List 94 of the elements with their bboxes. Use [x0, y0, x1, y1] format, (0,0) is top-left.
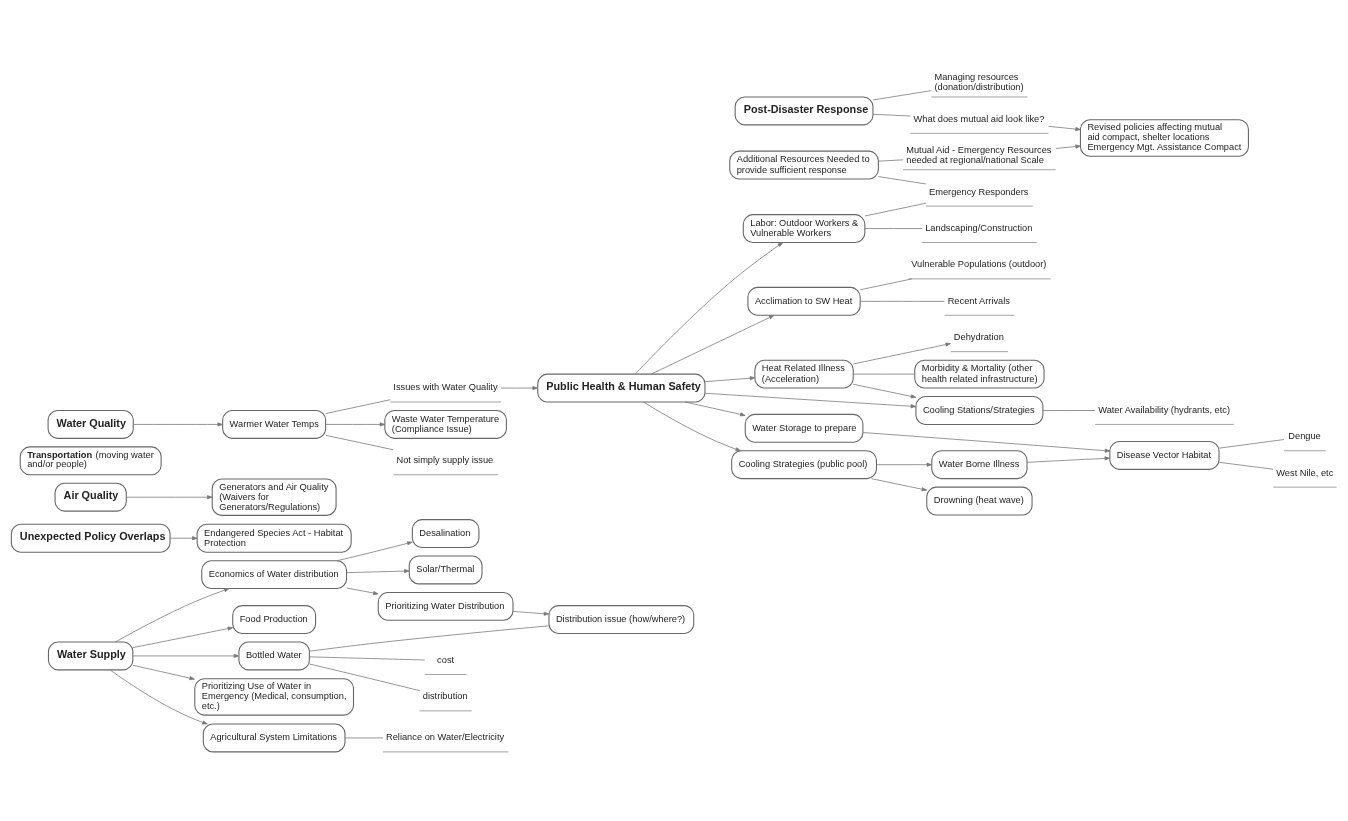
node-text: distribution [422, 691, 468, 702]
node-text: Managing resources (donation/distribution) [934, 72, 1024, 93]
node-box: Warmer Water Temps [222, 409, 327, 439]
node-box: Prioritizing Water Distribution [377, 591, 514, 621]
node-box: Distribution issue (how/where?) [548, 605, 695, 634]
node-text: Emergency Responders [929, 186, 1029, 197]
connector [878, 176, 927, 185]
node-box: Water Quality [47, 409, 134, 439]
connector [878, 159, 904, 162]
connector [852, 373, 915, 375]
node-text: Issues with Water Quality [393, 382, 498, 393]
arrow [1055, 144, 1081, 149]
arrow [346, 587, 379, 596]
arrow [651, 314, 775, 375]
arrow [704, 376, 756, 383]
node-box: Agricultural System Limitations [202, 723, 346, 753]
arrow [684, 401, 746, 417]
node-text: cost [437, 654, 455, 665]
connector [1218, 439, 1285, 449]
connector [872, 90, 932, 101]
arrow [704, 392, 917, 409]
arrow [876, 462, 933, 467]
arrow [871, 478, 928, 492]
arrow [1026, 456, 1110, 463]
node-text: Dehydration [953, 332, 1004, 343]
arrow [500, 386, 538, 391]
node-box: Prioritizing Use of Water in Emergency (Medical, consumption, etc.) [194, 678, 355, 716]
node-box: Cooling Strategies (public pool) [731, 450, 877, 480]
arrow [643, 401, 741, 452]
node-text: Water Availability (hydrants, etc) [1098, 404, 1231, 415]
connector [344, 737, 384, 739]
node-box: Generators and Air Quality (Waivers for Generators/Regulations) [211, 478, 337, 516]
arrow [1048, 125, 1081, 132]
node-text: Vulnerable Populations (outdoor) [911, 259, 1047, 270]
arrow [132, 626, 234, 648]
connector [859, 278, 913, 291]
node-box: Food Production [232, 605, 317, 634]
node-box: Heat Related Illness (Acceleration) [754, 359, 854, 389]
connector [309, 656, 426, 661]
arrow [852, 342, 951, 365]
node-box: Waste Water Temperature (Compliance Issue) [384, 409, 507, 439]
node-box: Revised policies affecting mutual aid compact, shelter locations Emergency Mgt. Assistance Compact [1079, 119, 1249, 157]
node-box: Acclimation to SW Heat [747, 286, 861, 316]
node-box: Bottled Water [238, 641, 310, 671]
node-box: Morbidity & Mortality (other health related infrastructure) [914, 359, 1045, 389]
arrow [132, 664, 195, 681]
arrow [109, 669, 208, 725]
arrow [133, 422, 223, 427]
node-text: Dengue [1288, 431, 1321, 442]
node-box: Solar/Thermal [408, 555, 483, 585]
node-text: Landscaping/Construction [925, 222, 1033, 233]
node-box: Water Storage to prepare [744, 413, 864, 443]
arrow [325, 422, 386, 427]
node-text: Recent Arrivals [947, 295, 1010, 306]
connector [325, 399, 391, 414]
node-text: Reliance on Water/Electricity [386, 732, 505, 743]
arrow [512, 611, 550, 616]
node-box: Labor: Outdoor Workers & Vulnerable Workers [742, 214, 866, 244]
node-box: Cooling Stations/Strategies [915, 396, 1044, 425]
node-text: Mutual Aid - Emergency Resources needed at regional/national Scale [906, 145, 1052, 166]
arrow [635, 242, 784, 375]
node-box: Unexpected Policy Overlaps [10, 523, 171, 553]
connector [1218, 461, 1274, 470]
connector [864, 228, 923, 229]
arrow [346, 569, 410, 574]
node-box: Transportation (moving water and/or people) [19, 446, 162, 476]
arrow [336, 541, 413, 562]
node-box: Public Health & Human Safety [537, 373, 706, 403]
connector [309, 663, 421, 692]
arrow [115, 588, 230, 643]
node-text: What does mutual aid look like? [913, 113, 1045, 124]
node-text: West Nile, etc [1276, 467, 1334, 478]
connector [325, 434, 394, 451]
arrow [862, 432, 1111, 453]
node-box: Additional Resources Needed to provide sufficient response [729, 150, 879, 180]
node-text: Not simply supply issue [396, 455, 494, 466]
arrow [132, 653, 240, 658]
connector [1042, 410, 1096, 411]
connector [872, 113, 911, 117]
node-box: Post-Disaster Response [734, 96, 874, 126]
arrow [169, 536, 198, 541]
node-box: Disease Vector Habitat [1109, 440, 1220, 470]
connector [859, 300, 945, 302]
arrow [852, 383, 917, 399]
node-box: Economics of Water distribution [201, 560, 348, 590]
connector [309, 625, 550, 652]
arrow [125, 495, 213, 500]
connector [864, 202, 927, 217]
node-box: Desalination [411, 519, 480, 549]
node-box: Endangered Species Act - Habitat Protection [196, 523, 352, 553]
node-box: Air Quality [54, 482, 127, 512]
node-box: Water Supply [47, 641, 134, 671]
node-box: Drowning (heat wave) [926, 486, 1033, 516]
node-box: Water Borne Illness [931, 450, 1028, 480]
